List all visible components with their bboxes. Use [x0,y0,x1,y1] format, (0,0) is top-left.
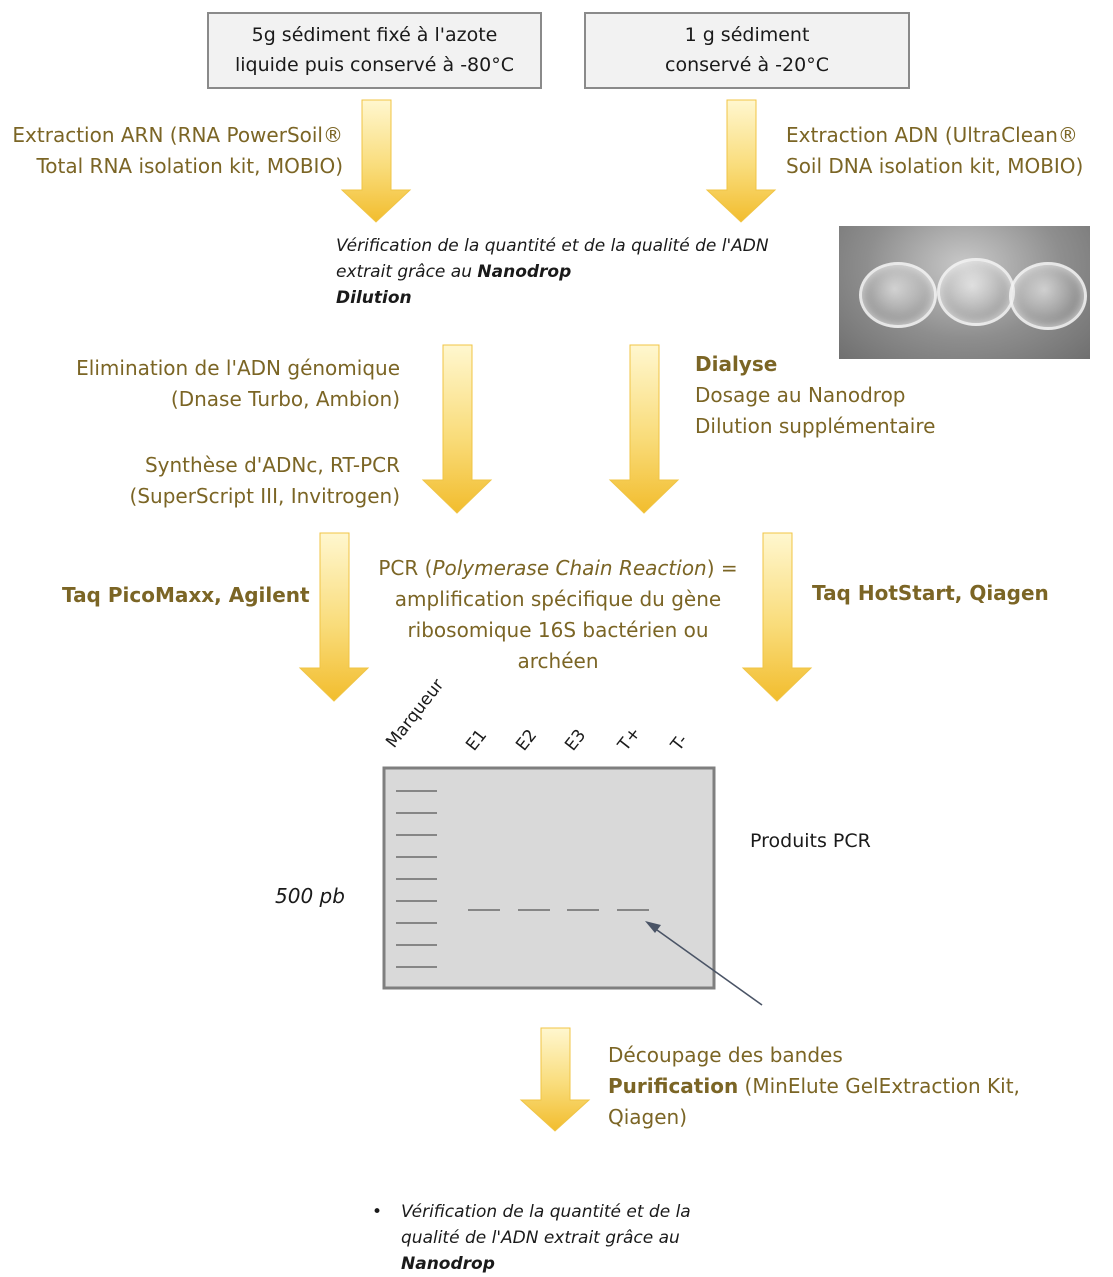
dialysis-photo [839,226,1090,359]
rna-source-box: 5g sédiment fixé à l'azote liquide puis … [207,12,542,89]
pcr-prefix: PCR ( [378,556,433,580]
dialyse-title: Dialyse [695,352,778,376]
verification-nanodrop: Nanodrop [477,262,572,282]
final-nanodrop: Nanodrop [401,1254,495,1274]
dish-image [1009,262,1087,330]
pcr-italic: Polymerase Chain Reaction [432,556,707,580]
arrow-elimination [421,344,493,514]
pcr-description: PCR (Polymerase Chain Reaction) = amplif… [372,553,744,677]
arrow-extraction-dna [705,99,777,223]
decoupage-line1: Découpage des bandes [608,1043,843,1067]
pointer-line [649,924,763,1006]
elimination-label: Elimination de l'ADN génomique (Dnase Tu… [76,356,400,411]
purification-rest: (MinElute GelExtraction Kit, Qiagen) [608,1074,1020,1129]
arrow-extraction-rna [340,99,412,223]
taq-right-label: Taq HotStart, Qiagen [812,581,1049,605]
extraction-dna-label: Extraction ADN (UltraClean® Soil DNA iso… [786,123,1084,178]
arrow-taq-left [298,532,370,702]
dialyse-line3: Dilution supplémentaire [695,414,936,438]
gel-plate [382,766,716,990]
dialyse-block: Dialyse Dosage au Nanodrop Dilution supp… [695,349,995,442]
decoupage-block: Découpage des bandes Purification (MinEl… [608,1040,1078,1133]
pointer-head [645,921,661,933]
dna-source-text: 1 g sédiment conservé à -20°C [665,24,829,76]
verification-text: Vérification de la quantité et de la qua… [336,236,769,282]
rna-source-text: 5g sédiment fixé à l'azote liquide puis … [234,24,515,76]
dialyse-line2: Dosage au Nanodrop [695,383,906,407]
extraction-rna-label: Extraction ARN (RNA PowerSoil® Total RNA… [12,123,343,178]
final-verification-note: Vérification de la quantité et de la qua… [401,1199,731,1277]
synthese-label: Synthèse d'ADNc, RT-PCR (SuperScript III… [129,453,400,508]
purification-bold: Purification [608,1074,739,1098]
products-label: Produits PCR [750,830,871,852]
verification-dilution: Dilution [336,288,412,308]
marker-bands [396,790,437,968]
pcr-suffix: ) = [706,556,738,580]
verification-note: Vérification de la quantité et de la qua… [336,233,776,311]
taq-left-label: Taq PicoMaxx, Agilent [62,583,310,607]
dna-source-box: 1 g sédiment conservé à -20°C [584,12,910,89]
arrow-taq-right [741,532,813,702]
final-verification-text: Vérification de la quantité et de la qua… [401,1202,691,1248]
arrow-dialyse [608,344,680,514]
size-label: 500 pb [275,884,345,908]
dish-image [859,262,937,328]
final-bullet-marker: • [372,1202,383,1222]
dish-image [937,258,1015,326]
pcr-rest: amplification spécifique du gène ribosom… [394,587,722,673]
arrow-decoupage [519,1027,591,1132]
